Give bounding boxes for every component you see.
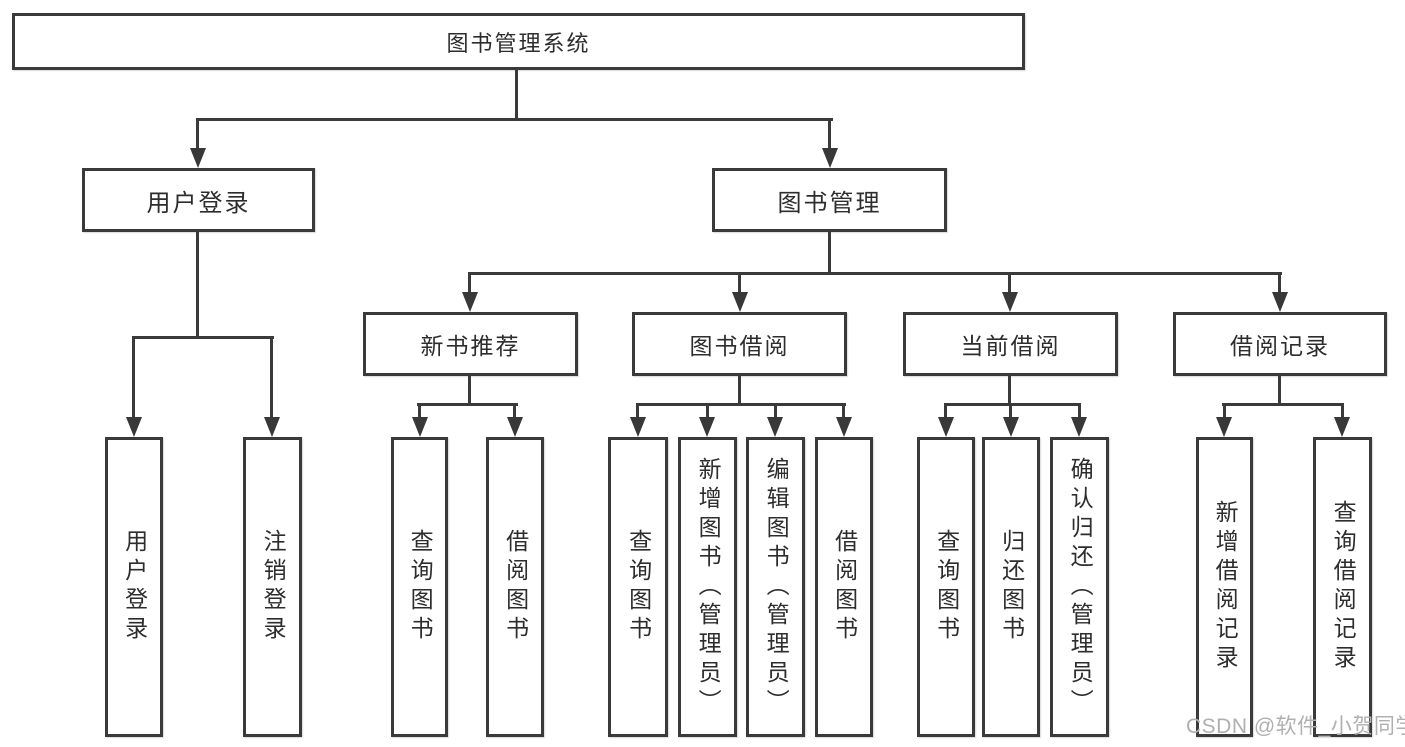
leaf-label: 查询图书 bbox=[625, 529, 652, 645]
arrow-down-icon bbox=[190, 148, 206, 168]
connector-line bbox=[196, 118, 833, 121]
connector-line bbox=[738, 376, 741, 406]
arrow-down-icon bbox=[507, 417, 523, 437]
leaf-label: 查询借阅记录 bbox=[1330, 500, 1357, 674]
node-library-management-system: 图书管理系统 bbox=[12, 13, 1025, 70]
leaf-label: 确认归还（管理员） bbox=[1067, 456, 1094, 718]
leaf-logout: 注销登录 bbox=[243, 437, 302, 737]
leaf-label: 新增图书（管理员） bbox=[695, 456, 722, 718]
connector-line bbox=[418, 406, 421, 419]
arrow-down-icon bbox=[767, 417, 783, 437]
connector-line bbox=[636, 403, 846, 406]
arrow-down-icon bbox=[822, 148, 838, 168]
arrow-down-icon bbox=[836, 417, 852, 437]
arrow-down-icon bbox=[1071, 417, 1087, 437]
connector-line bbox=[1008, 376, 1011, 406]
leaf-label: 注销登录 bbox=[260, 529, 287, 645]
leaf-label: 新增借阅记录 bbox=[1212, 500, 1239, 674]
connector-line bbox=[417, 403, 518, 406]
arrow-down-icon bbox=[630, 417, 646, 437]
connector-line bbox=[468, 272, 1282, 275]
node-label: 图书借阅 bbox=[689, 333, 790, 359]
connector-line bbox=[828, 232, 831, 275]
connector-line bbox=[515, 70, 518, 120]
leaf-query-books-recommend: 查询图书 bbox=[391, 437, 448, 737]
node-label: 新书推荐 bbox=[420, 333, 521, 359]
leaf-return-books: 归还图书 bbox=[982, 437, 1040, 737]
node-book-management: 图书管理 bbox=[712, 168, 947, 232]
leaf-label: 查询图书 bbox=[407, 529, 434, 645]
leaf-label: 编辑图书（管理员） bbox=[763, 456, 790, 718]
arrow-down-icon bbox=[1002, 292, 1018, 312]
connector-line bbox=[944, 403, 1081, 406]
node-label: 图书管理系统 bbox=[446, 30, 591, 56]
node-book-borrowing: 图书借阅 bbox=[632, 312, 847, 376]
leaf-query-borrow-record: 查询借阅记录 bbox=[1313, 437, 1372, 737]
leaf-label: 借阅图书 bbox=[502, 529, 529, 645]
leaf-label: 归还图书 bbox=[998, 529, 1025, 645]
node-label: 借阅记录 bbox=[1230, 333, 1330, 359]
arrow-down-icon bbox=[126, 417, 142, 437]
leaf-edit-books-admin: 编辑图书（管理员） bbox=[746, 437, 805, 737]
leaf-query-books-current: 查询图书 bbox=[917, 437, 975, 737]
leaf-borrow-books-borrowing: 借阅图书 bbox=[815, 437, 873, 737]
node-label: 用户登录 bbox=[146, 189, 251, 217]
leaf-user-login: 用户登录 bbox=[105, 437, 163, 737]
connector-line bbox=[1341, 406, 1344, 419]
node-new-book-recommendation: 新书推荐 bbox=[363, 312, 578, 376]
arrow-down-icon bbox=[462, 292, 478, 312]
arrow-down-icon bbox=[264, 417, 280, 437]
arrow-down-icon bbox=[732, 292, 748, 312]
connector-line bbox=[1078, 406, 1081, 419]
connector-line bbox=[132, 336, 274, 339]
connector-line bbox=[842, 406, 845, 419]
connector-line bbox=[1008, 275, 1011, 295]
leaf-query-books-borrowing: 查询图书 bbox=[608, 437, 668, 737]
leaf-label: 用户登录 bbox=[121, 529, 148, 645]
leaf-add-books-admin: 新增图书（管理员） bbox=[678, 437, 737, 737]
connector-line bbox=[1278, 376, 1281, 406]
csdn-watermark: CSDN @软件_小贺同学 bbox=[1186, 715, 1405, 738]
connector-line bbox=[1222, 403, 1344, 406]
node-label: 当前借阅 bbox=[960, 333, 1061, 359]
connector-line bbox=[132, 339, 135, 419]
arrow-down-icon bbox=[1003, 417, 1019, 437]
connector-line bbox=[1278, 275, 1281, 295]
arrow-down-icon bbox=[1272, 292, 1288, 312]
connector-line bbox=[196, 232, 199, 339]
leaf-label: 借阅图书 bbox=[831, 529, 858, 645]
arrow-down-icon bbox=[412, 417, 428, 437]
connector-line bbox=[468, 275, 471, 295]
connector-line bbox=[270, 339, 273, 419]
arrow-down-icon bbox=[1216, 417, 1232, 437]
arrow-down-icon bbox=[938, 417, 954, 437]
leaf-borrow-books-recommend: 借阅图书 bbox=[486, 437, 544, 737]
connector-line bbox=[513, 406, 516, 419]
connector-line bbox=[738, 275, 741, 295]
leaf-add-borrow-record: 新增借阅记录 bbox=[1196, 437, 1253, 737]
connector-line bbox=[706, 406, 709, 419]
node-user-login: 用户登录 bbox=[82, 168, 315, 232]
arrow-down-icon bbox=[1334, 417, 1350, 437]
leaf-label: 查询图书 bbox=[933, 529, 960, 645]
connector-line bbox=[944, 406, 947, 419]
connector-line bbox=[636, 406, 639, 419]
connector-line bbox=[1009, 406, 1012, 419]
connector-line bbox=[1223, 406, 1226, 419]
node-label: 图书管理 bbox=[777, 189, 882, 217]
connector-line bbox=[774, 406, 777, 419]
leaf-confirm-return-admin: 确认归还（管理员） bbox=[1050, 437, 1109, 737]
node-current-borrowing: 当前借阅 bbox=[903, 312, 1118, 376]
arrow-down-icon bbox=[699, 417, 715, 437]
connector-line bbox=[468, 376, 471, 406]
connector-line bbox=[828, 121, 831, 150]
node-borrowing-records: 借阅记录 bbox=[1173, 312, 1387, 376]
connector-line bbox=[196, 121, 199, 150]
